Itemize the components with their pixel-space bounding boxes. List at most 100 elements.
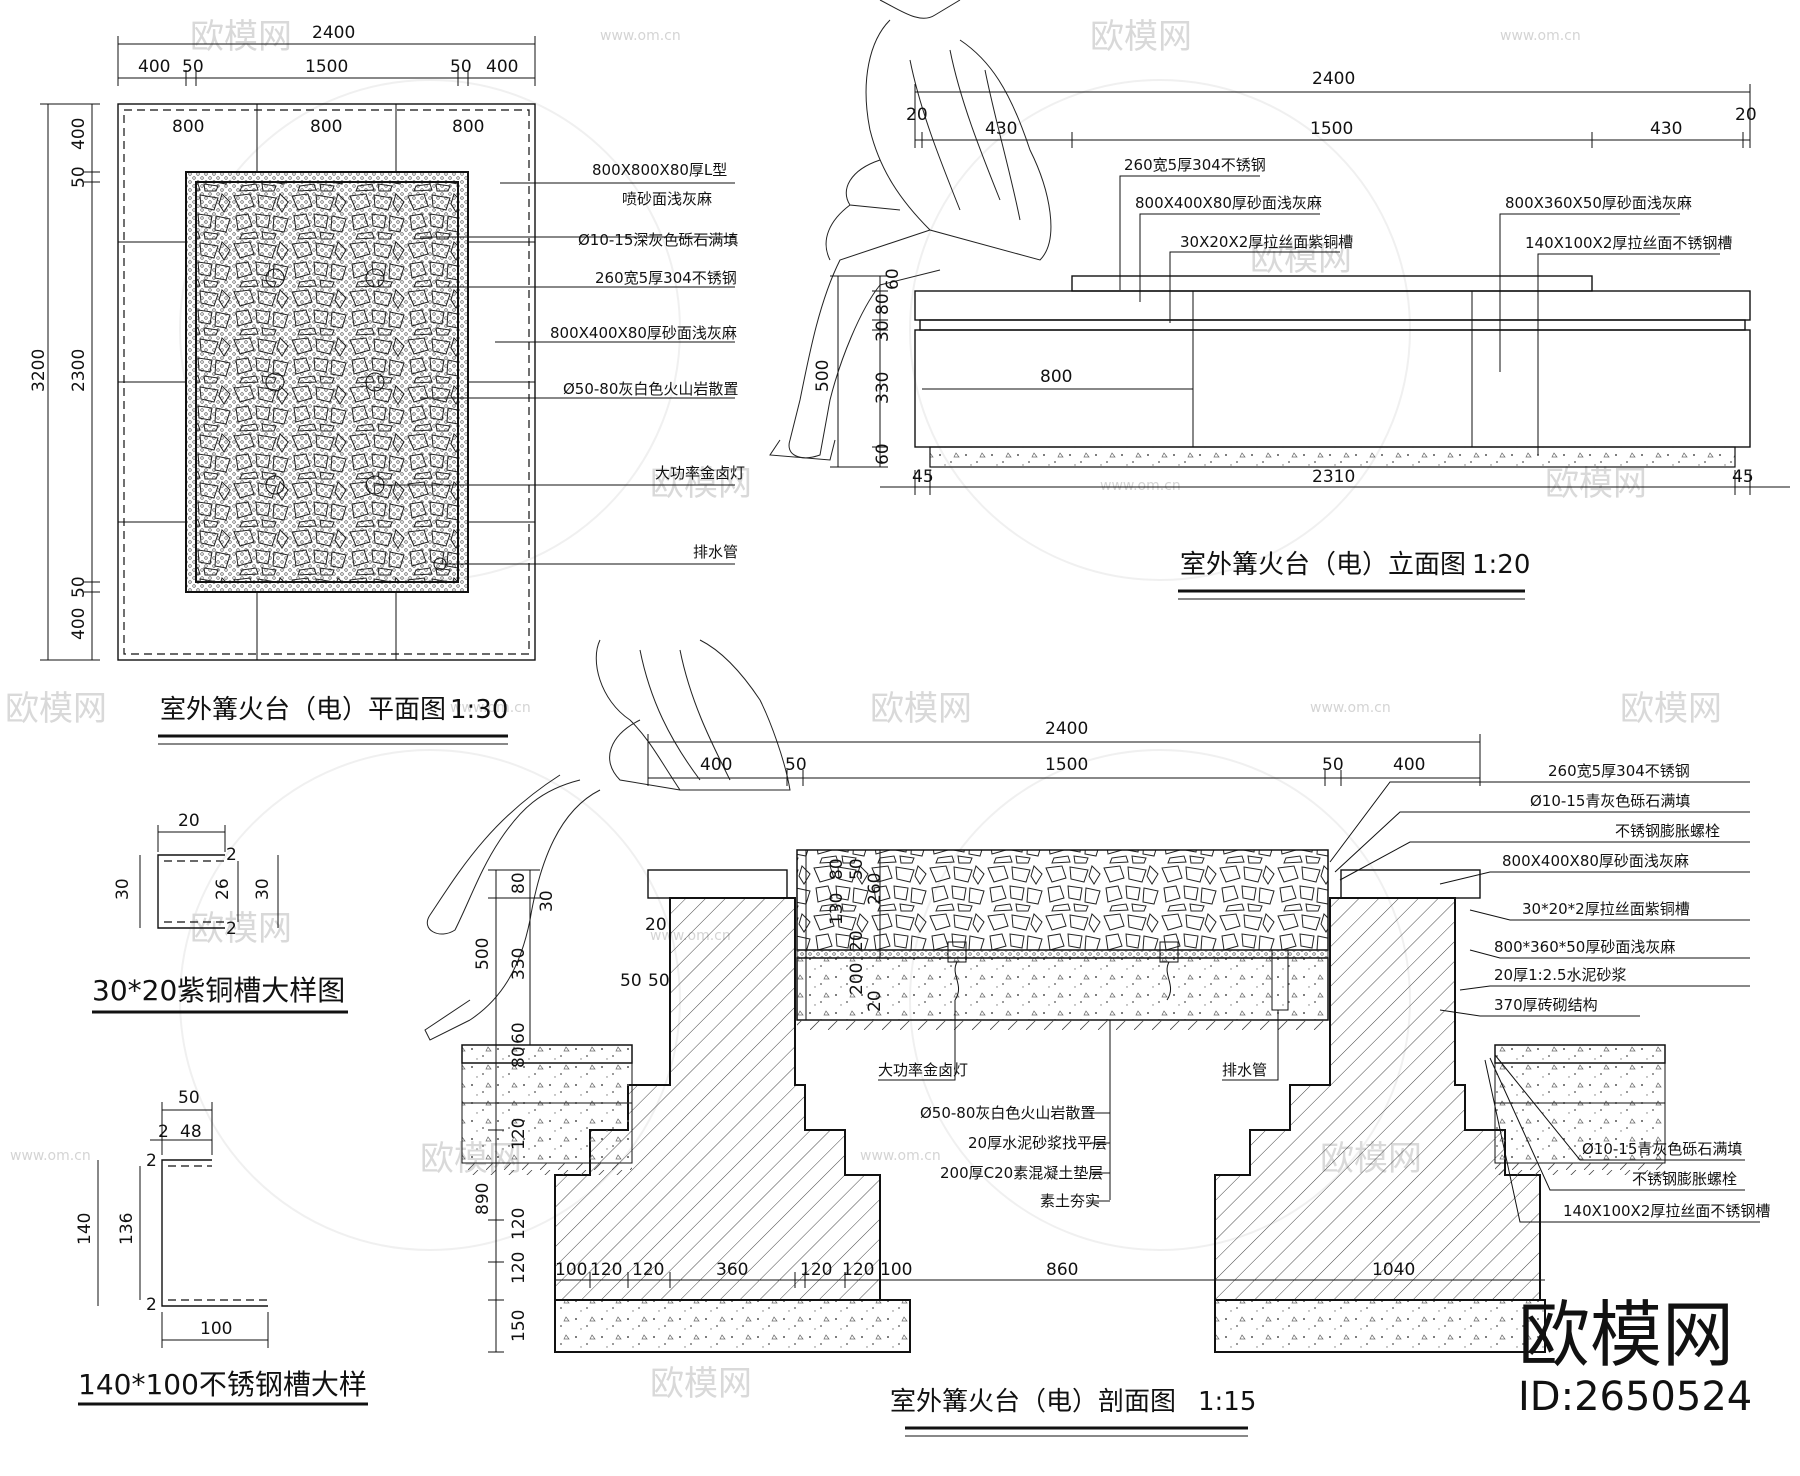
section-label: 800*360*50厚砂面浅灰麻 [1494, 938, 1675, 956]
detail-b-dim: 2 [158, 1122, 169, 1142]
detail-a-dim: 30 [253, 878, 273, 900]
drain-pipe-icon [1271, 949, 1289, 1011]
plan-dim-total: 2400 [312, 23, 355, 43]
watermark-brand: 欧模网 [190, 909, 292, 949]
section-dim-bottom: 120 [842, 1260, 874, 1280]
section-scale: 1:15 [1198, 1387, 1256, 1417]
section-dim: 400 [1393, 755, 1425, 775]
elevation-view: 2400 20 430 1500 430 20 800 60 80 30 330… [769, 0, 1790, 600]
elev-dim: 430 [1650, 119, 1682, 139]
elev-dim-bottom: 2310 [1312, 467, 1355, 487]
watermark-url: www.om.cn [450, 700, 531, 716]
section-label: Ø10-15青灰色砾石满填 [1582, 1140, 1742, 1158]
plan-dim: 50 [69, 166, 89, 188]
plan-scale: 1:30 [450, 695, 508, 725]
watermark-url: www.om.cn [1100, 478, 1181, 494]
elev-label: 800X360X50厚砂面浅灰麻 [1505, 194, 1692, 212]
plan-label: 800X400X80厚砂面浅灰麻 [550, 324, 737, 342]
watermark-brand: 欧模网 [1620, 689, 1722, 729]
section-dim: 400 [700, 755, 732, 775]
section-dim-bottom: 100 [555, 1260, 587, 1280]
elev-scale: 1:20 [1472, 550, 1530, 580]
section-label: 370厚砖砌结构 [1494, 996, 1598, 1014]
plan-title: 室外篝火台（电）平面图 [160, 695, 446, 725]
section-label: 20厚1:2.5水泥砂浆 [1494, 966, 1627, 984]
section-view: 2400 400 50 1500 50 400 [424, 639, 1770, 1437]
watermark-brand: 欧模网 [650, 464, 752, 504]
detail-steel-channel: 50 2 48 140 136 2 2 100 140*100不锈钢槽大样 [75, 1088, 368, 1406]
elev-dim-left: 80 [873, 293, 893, 315]
lamp-icon [947, 941, 1179, 1001]
elev-dim-left: 30 [873, 320, 893, 342]
section-dim-left: 120 [509, 1252, 529, 1284]
watermark-url: www.om.cn [1310, 700, 1391, 716]
section-dim-left: 500 [473, 938, 493, 970]
section-dim-left: 330 [509, 948, 529, 980]
section-dim-total: 2400 [1045, 719, 1088, 739]
section-dim-inner: 260 [865, 873, 885, 905]
plan-label: 800X800X80厚L型 [592, 161, 727, 179]
section-label: 20厚水泥砂浆找平层 [968, 1134, 1107, 1152]
elev-dim: 20 [906, 105, 928, 125]
section-label: 素土夯实 [1040, 1192, 1100, 1210]
plan-label: 喷砂面浅灰麻 [622, 190, 712, 208]
section-dim-left: 30 [537, 890, 557, 912]
section-dim-inner: 50 [648, 971, 670, 991]
plan-dim-inner: 800 [172, 117, 204, 137]
detail-copper-channel: 20 30 26 30 2 2 30*20紫铜槽大样图 [92, 811, 348, 1014]
section-dim-inner: 200 [847, 963, 867, 995]
section-dim-inner: 80 [827, 858, 847, 880]
watermark-logo: 欧模网 ID:2650524 [1518, 1293, 1752, 1420]
plan-label: 大功率金卤灯 [655, 464, 745, 482]
elev-label: 260宽5厚304不锈钢 [1124, 156, 1266, 174]
elev-dim-bottom: 45 [912, 467, 934, 487]
detail-a-dim: 30 [113, 878, 133, 900]
watermark-url: www.om.cn [600, 28, 681, 44]
section-dim-left: 80 [509, 1046, 529, 1068]
section-dim-bottom: 1040 [1372, 1260, 1415, 1280]
section-dim-inner: 20 [865, 990, 885, 1012]
detail-a-title: 30*20紫铜槽大样图 [92, 974, 345, 1007]
section-dim: 50 [1322, 755, 1344, 775]
elev-dim-left: 500 [813, 360, 833, 392]
section-label: 不锈钢膨胀螺栓 [1632, 1170, 1737, 1188]
plan-dim: 400 [486, 57, 518, 77]
detail-b-dim: 136 [117, 1213, 137, 1245]
detail-b-dim: 2 [146, 1151, 157, 1171]
section-dim-inner: 130 [827, 893, 847, 925]
elev-title: 室外篝火台（电）立面图 [1180, 550, 1466, 580]
section-label: 200厚C20素混凝土垫层 [940, 1164, 1103, 1182]
watermark-brand: 欧模网 [190, 17, 292, 57]
plan-label: 260宽5厚304不锈钢 [595, 269, 737, 287]
section-label: Ø50-80灰白色火山岩散置 [920, 1104, 1095, 1122]
section-dim-left: 120 [509, 1118, 529, 1150]
plan-dim: 50 [450, 57, 472, 77]
plan-dim: 400 [138, 57, 170, 77]
section-dim-left: 120 [509, 1208, 529, 1240]
detail-b-title: 140*100不锈钢槽大样 [78, 1368, 367, 1401]
elev-dim-left: 60 [873, 443, 893, 465]
section-dim-bottom: 360 [716, 1260, 748, 1280]
watermark-id: ID:2650524 [1518, 1374, 1752, 1420]
section-dim-left: 80 [509, 872, 529, 894]
section-dim-bottom: 120 [800, 1260, 832, 1280]
elev-dim: 20 [1735, 105, 1757, 125]
section-dim: 1500 [1045, 755, 1088, 775]
watermark-brand: 欧模网 [870, 689, 972, 729]
section-label: 800X400X80厚砂面浅灰麻 [1502, 852, 1689, 870]
elev-dim-left: 330 [873, 372, 893, 404]
section-dim-left: 150 [509, 1310, 529, 1342]
section-dim-inner: 50 [847, 858, 867, 880]
detail-b-dim: 140 [75, 1213, 95, 1245]
elev-dim-total: 2400 [1312, 69, 1355, 89]
section-dim-inner: 20 [847, 930, 867, 952]
elev-dim-bottom: 45 [1732, 467, 1754, 487]
section-label: 30*20*2厚拉丝面紫铜槽 [1522, 900, 1690, 918]
watermark-brand: 欧模网 [1545, 464, 1647, 504]
seated-figure [769, 0, 1052, 461]
watermark-brand: 欧模网 [1090, 17, 1192, 57]
detail-a-dim: 2 [226, 845, 237, 865]
elev-dim-inner: 800 [1040, 367, 1072, 387]
